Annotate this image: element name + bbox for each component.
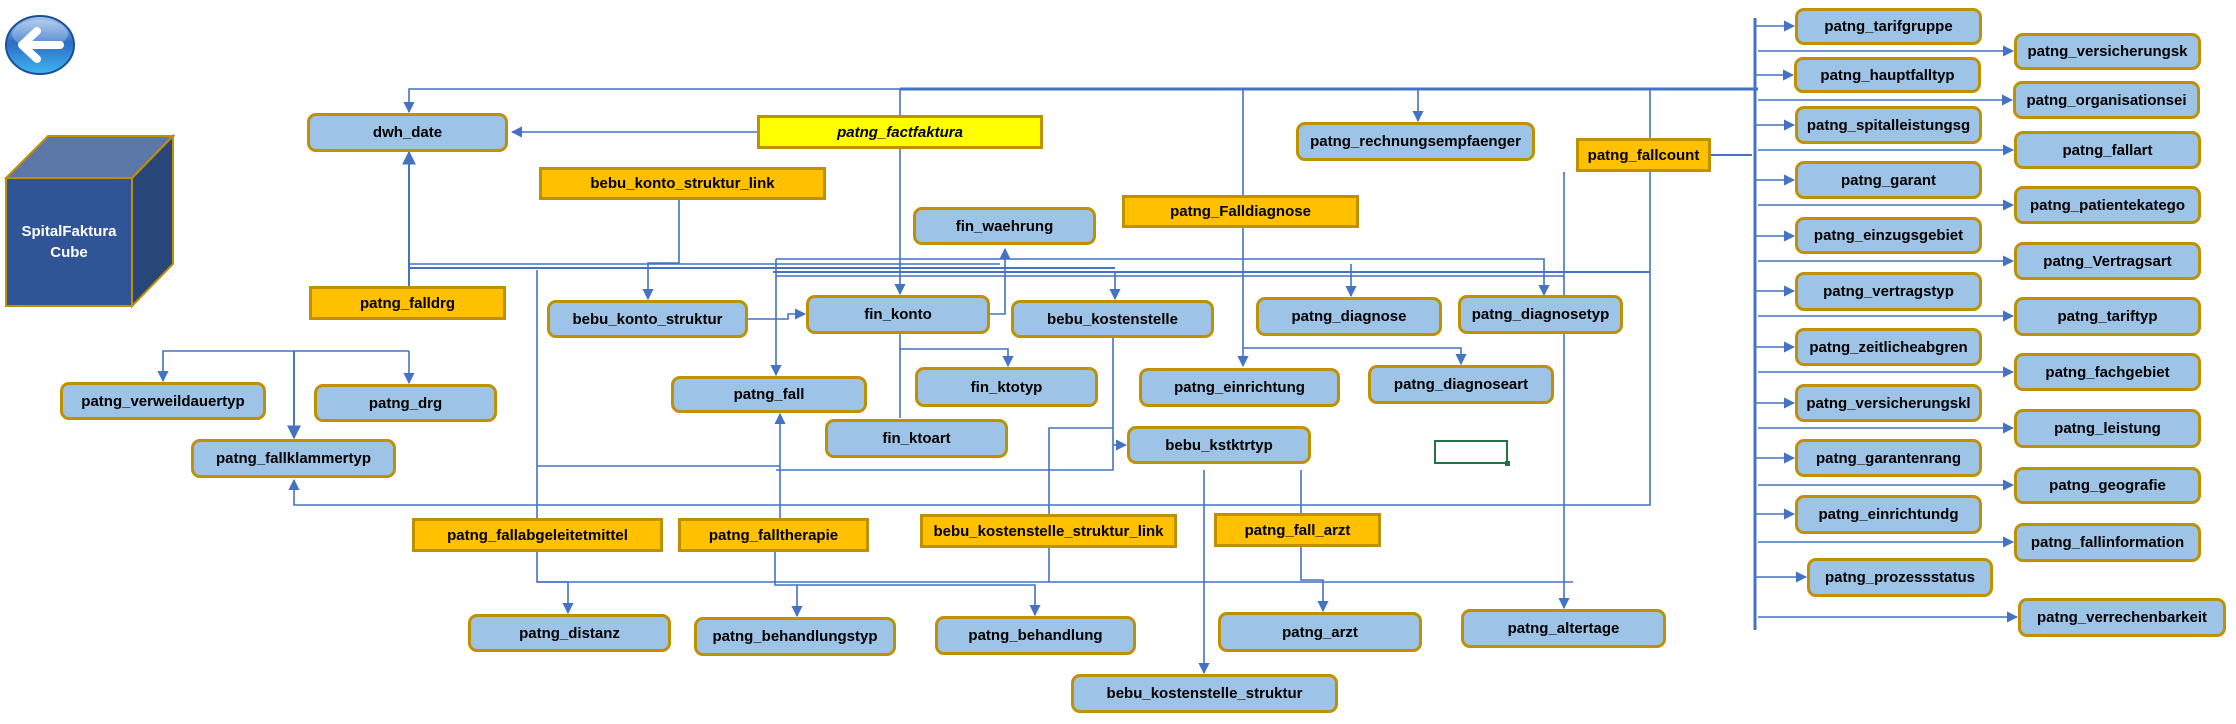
dimension-table-patng-fallklammertyp[interactable]: patng_fallklammertyp xyxy=(191,439,396,478)
dimension-table-patng-diagnosetyp[interactable]: patng_diagnosetyp xyxy=(1458,295,1623,334)
dimension-table-patng-verrechenbarkeit[interactable]: patng_verrechenbarkeit xyxy=(2018,598,2226,637)
dimension-table-patng-garantenrang[interactable]: patng_garantenrang xyxy=(1795,439,1982,477)
connector-to-fin-konto xyxy=(748,308,807,320)
dimension-table-patng-leistung[interactable]: patng_leistung xyxy=(2014,409,2201,448)
dimension-table-patng-diagnoseart[interactable]: patng_diagnoseart xyxy=(1368,365,1554,404)
dimension-table-fin-ktotyp[interactable]: fin_ktotyp xyxy=(915,367,1098,407)
dimension-table-patng-arzt[interactable]: patng_arzt xyxy=(1218,612,1422,652)
dimension-table-patng-versicherungsk[interactable]: patng_versicherungsk xyxy=(2014,33,2201,70)
dimension-table-fin-waehrung[interactable]: fin_waehrung xyxy=(913,207,1096,245)
dimension-table-patng-zeitlicheabgren[interactable]: patng_zeitlicheabgren xyxy=(1795,328,1982,366)
dimension-table-patng-behandlungstyp[interactable]: patng_behandlungstyp xyxy=(694,617,896,656)
back-arrow-icon xyxy=(5,15,75,75)
dimension-table-patng-altertage[interactable]: patng_altertage xyxy=(1461,609,1666,648)
dimension-table-patng-drg[interactable]: patng_drg xyxy=(314,384,497,422)
connector-to-behandlungstyp xyxy=(774,552,803,618)
dimension-table-patng-rechnungsempfaenger[interactable]: patng_rechnungsempfaenger xyxy=(1296,122,1535,161)
dimension-table-patng-einrichtundg[interactable]: patng_einrichtundg xyxy=(1795,495,1982,534)
dimension-table-patng-distanz[interactable]: patng_distanz xyxy=(468,614,671,652)
dimension-table-patng-fallart[interactable]: patng_fallart xyxy=(2014,131,2201,169)
connector-to-fin-ktotyp xyxy=(899,334,1014,368)
bridge-table-patng-falldrg[interactable]: patng_falldrg xyxy=(309,286,506,320)
dimension-table-fin-ktoart[interactable]: fin_ktoart xyxy=(825,419,1008,458)
dimension-table-bebu-konto-struktur[interactable]: bebu_konto_struktur xyxy=(547,300,748,338)
connector-to-diagnoseart xyxy=(1243,347,1467,366)
connector-fact-to-dwh-date xyxy=(403,88,901,115)
connector-to-fin-waehrung xyxy=(990,247,1011,315)
dimension-table-patng-tarifgruppe[interactable]: patng_tarifgruppe xyxy=(1795,8,1982,45)
cube-icon xyxy=(4,134,176,309)
cell-selection-box[interactable] xyxy=(1434,440,1510,466)
bridge-table-patng-falldiagnose[interactable]: patng_Falldiagnose xyxy=(1122,195,1359,228)
bridge-table-bebu-konto-struktur-link[interactable]: bebu_konto_struktur_link xyxy=(539,167,826,200)
bridge-table-patng-fallabgeleitetmittel[interactable]: patng_fallabgeleitetmittel xyxy=(412,518,663,552)
dimension-table-patng-verweildauertyp[interactable]: patng_verweildauertyp xyxy=(60,382,266,420)
dimension-table-dwh-date[interactable]: dwh_date xyxy=(307,113,508,152)
dimension-table-patng-patientekatego[interactable]: patng_patientekatego xyxy=(2014,186,2201,224)
dimension-table-fin-konto[interactable]: fin_konto xyxy=(806,295,990,334)
connector-to-distanz xyxy=(536,552,574,615)
connector-to-bebu-konto-struktur xyxy=(642,200,680,301)
dimension-table-patng-einzugsgebiet[interactable]: patng_einzugsgebiet xyxy=(1795,217,1982,254)
dimension-table-patng-fallinformation[interactable]: patng_fallinformation xyxy=(2014,523,2201,562)
bridge-table-patng-fallcount[interactable]: patng_fallcount xyxy=(1576,138,1711,172)
dimension-table-bebu-kostenstelle[interactable]: bebu_kostenstelle xyxy=(1011,300,1214,338)
fact-table-patng-factfaktura[interactable]: patng_factfaktura xyxy=(757,115,1043,149)
dimension-table-patng-behandlung[interactable]: patng_behandlung xyxy=(935,616,1136,655)
dimension-table-patng-hauptfalltyp[interactable]: patng_hauptfalltyp xyxy=(1794,57,1981,93)
dimension-table-patng-einrichtung[interactable]: patng_einrichtung xyxy=(1139,368,1340,407)
dimension-table-patng-diagnose[interactable]: patng_diagnose xyxy=(1256,297,1442,336)
dimension-table-patng-garant[interactable]: patng_garant xyxy=(1795,161,1982,199)
connector-to-arzt xyxy=(1300,547,1329,613)
connector-to-diagnosetyp xyxy=(776,258,1550,297)
dimension-table-patng-fachgebiet[interactable]: patng_fachgebiet xyxy=(2014,353,2201,391)
connector-to-behandlung xyxy=(797,584,1041,617)
dimension-table-patng-versicherungskl[interactable]: patng_versicherungskl xyxy=(1795,384,1982,422)
dimension-table-patng-prozessstatus[interactable]: patng_prozessstatus xyxy=(1807,558,1993,597)
bridge-table-bebu-kostenstelle-struktur-link[interactable]: bebu_kostenstelle_struktur_link xyxy=(920,514,1177,548)
fill-handle[interactable] xyxy=(1505,461,1510,466)
dimension-table-patng-vertragstyp[interactable]: patng_vertragstyp xyxy=(1795,272,1982,311)
dimension-table-bebu-kstktrtyp[interactable]: bebu_kstktrtyp xyxy=(1127,426,1311,464)
back-button[interactable] xyxy=(4,14,76,76)
cube-title: SpitalFaktura Cube xyxy=(21,223,117,261)
dimension-table-patng-geografie[interactable]: patng_geografie xyxy=(2014,467,2201,504)
connector-kst-link-up xyxy=(1048,427,1113,514)
connector-to-verweildauertyp xyxy=(157,350,409,383)
bridge-table-patng-falltherapie[interactable]: patng_falltherapie xyxy=(678,518,869,552)
dimension-table-patng-fall[interactable]: patng_fall xyxy=(671,376,867,413)
bridge-table-patng-fall-arzt[interactable]: patng_fall_arzt xyxy=(1214,513,1381,547)
dimension-table-bebu-kostenstelle-struktur[interactable]: bebu_kostenstelle_struktur xyxy=(1071,674,1338,713)
dimension-table-patng-spitalleistungsg[interactable]: patng_spitalleistungsg xyxy=(1795,106,1982,144)
dimension-table-patng-organisationsei[interactable]: patng_organisationsei xyxy=(2013,81,2200,119)
dimension-table-patng-tariftyp[interactable]: patng_tariftyp xyxy=(2014,297,2201,336)
dimension-table-patng-vertragsart[interactable]: patng_Vertragsart xyxy=(2014,242,2201,280)
